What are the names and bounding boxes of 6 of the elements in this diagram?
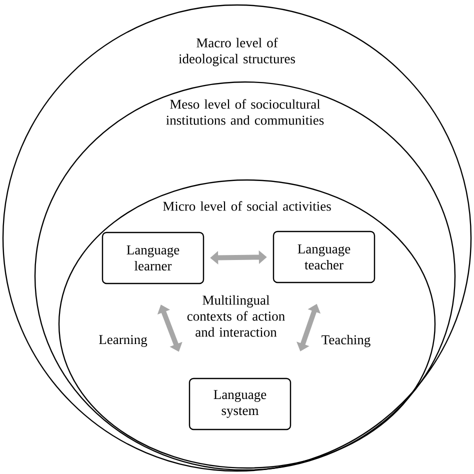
process-box: Language learner <box>102 232 204 284</box>
process-box: Language teacher <box>272 230 376 284</box>
center-label: Multilingual contexts of action and interaction <box>187 295 285 337</box>
edge-label: Teaching <box>322 334 370 348</box>
edge-label: Learning <box>99 335 148 347</box>
process-box: Language system <box>188 378 292 430</box>
